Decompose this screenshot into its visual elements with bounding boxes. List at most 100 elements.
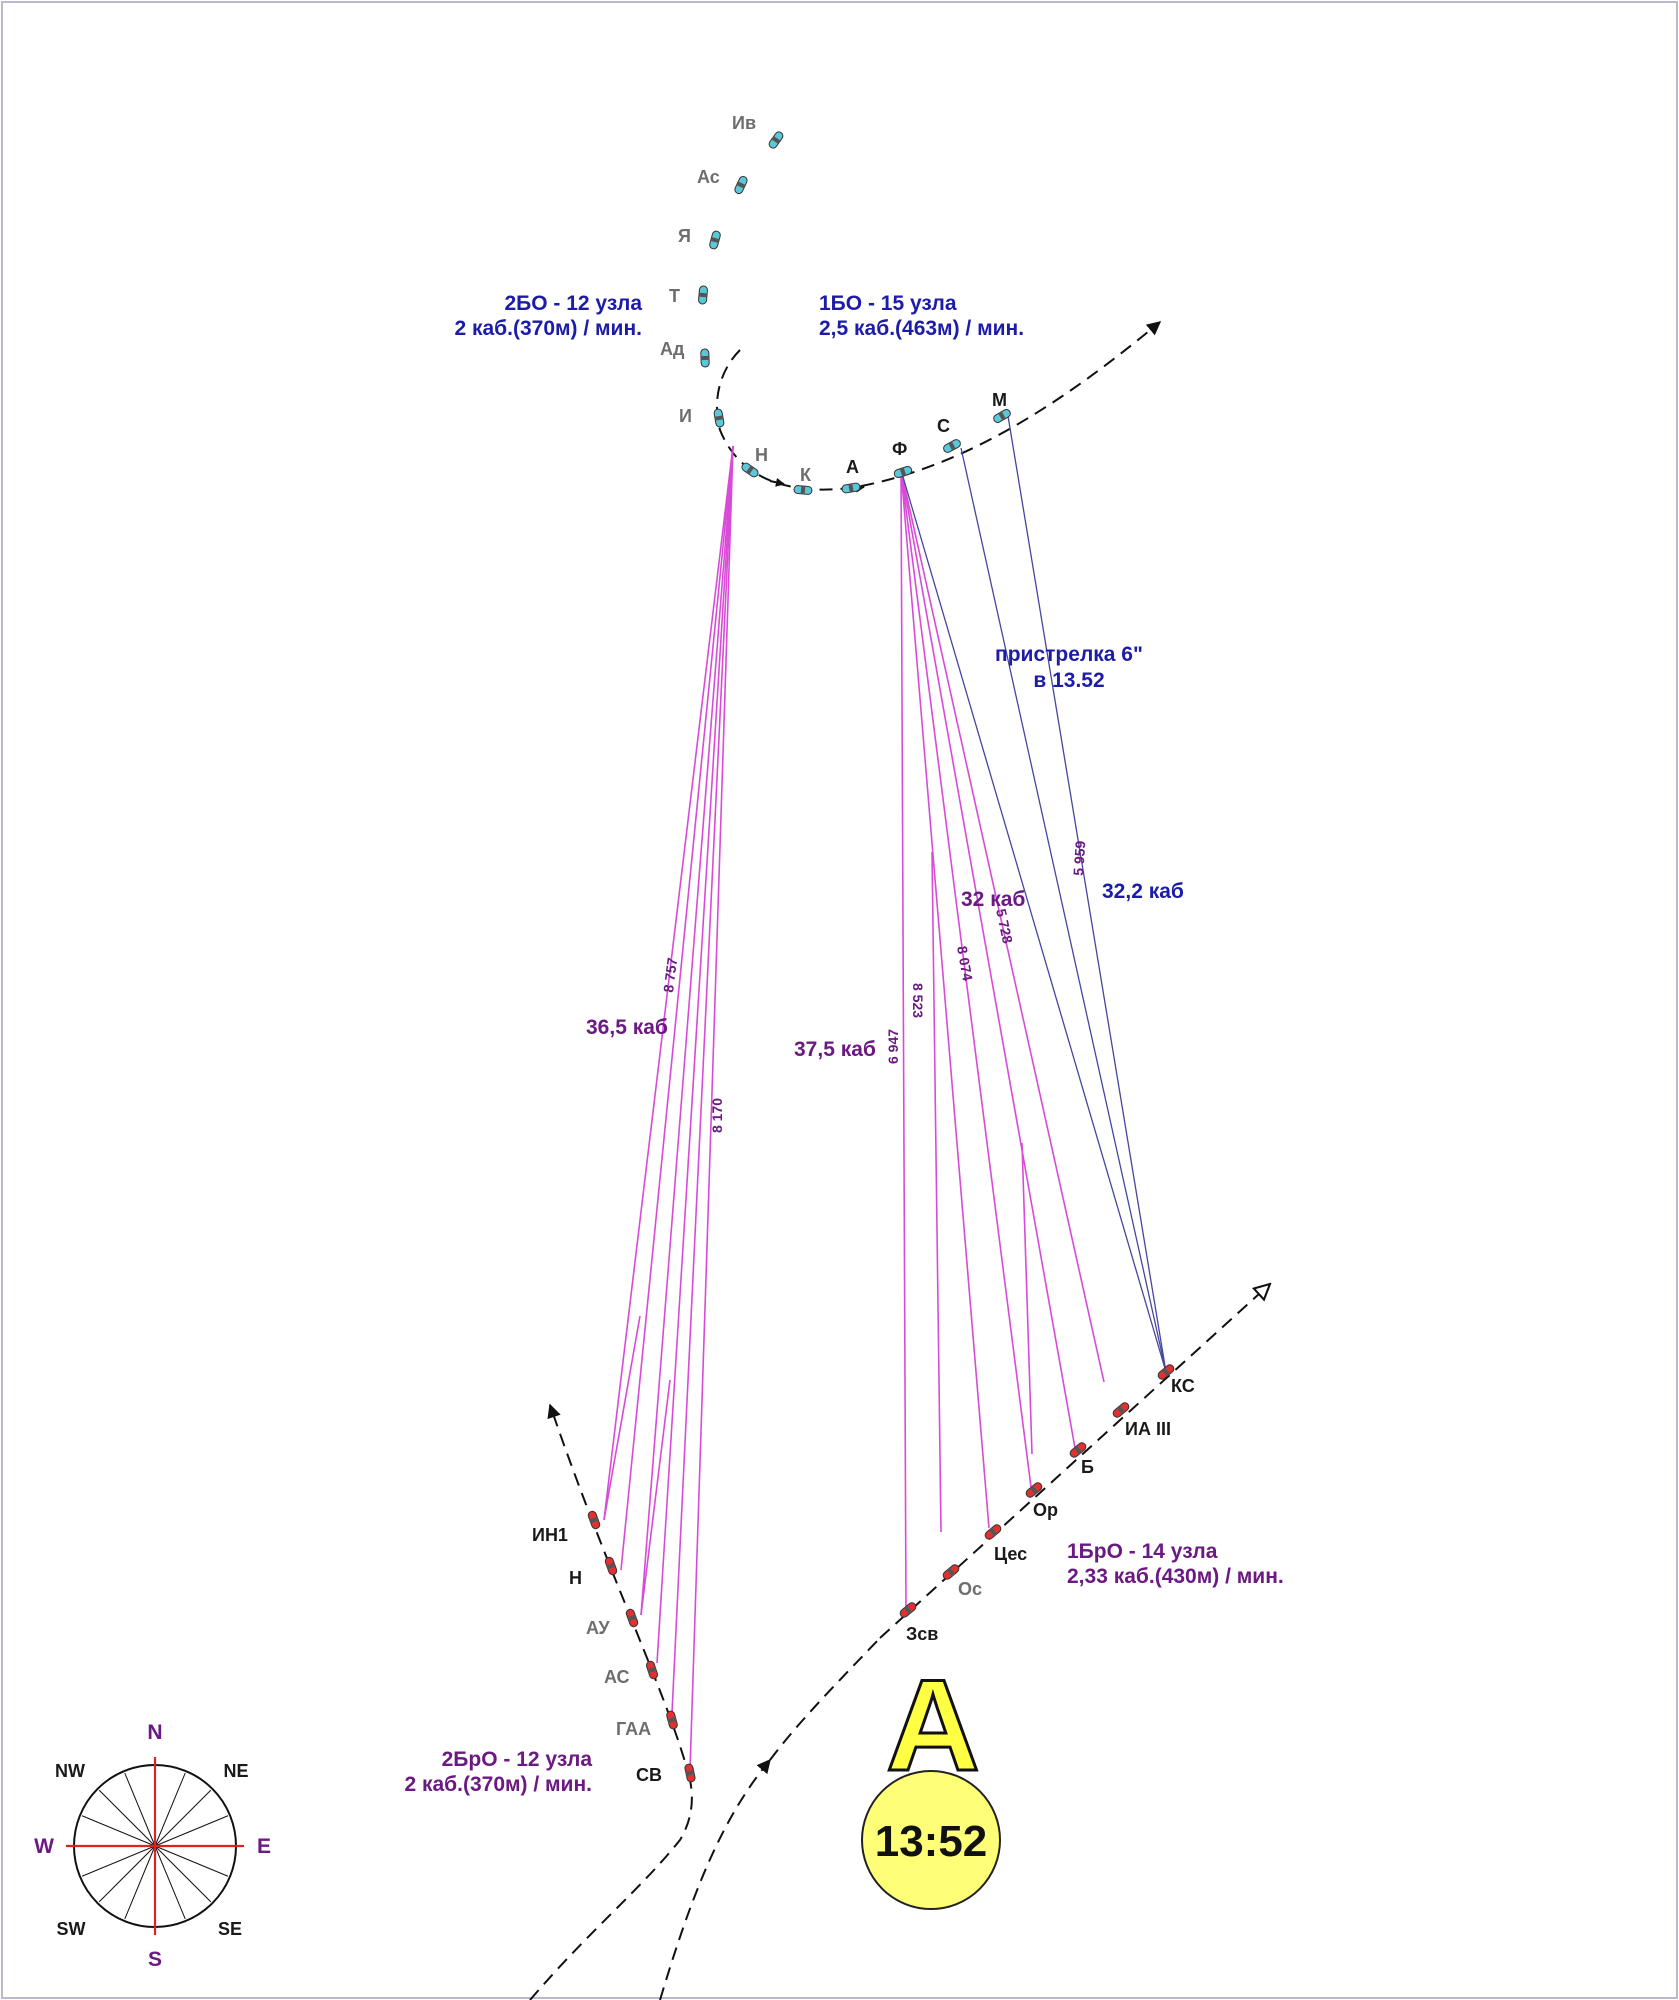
fire-line (671, 445, 734, 1714)
range-5959: 5 959 (1070, 840, 1088, 876)
japanese-1-speed: 2,33 каб.(430м) / мин. (1067, 1565, 1284, 1588)
ranging-note-line2: в 13.52 (1033, 669, 1104, 692)
ship-marker (625, 1608, 639, 1628)
japanese-1-header: 1БрО - 14 узла 2,33 каб.(430м) / мин. (1067, 1540, 1284, 1588)
compass-spoke (154, 1845, 229, 1877)
compass-spoke (154, 1772, 186, 1847)
ranging-note: пристрелка 6" в 13.52 (995, 643, 1143, 692)
ship-label-n-ru: Н (755, 445, 768, 465)
distance-36-5: 36,5 каб (586, 1016, 668, 1039)
time-label: 13:52 (875, 1817, 988, 1866)
compass-ne: NE (223, 1761, 248, 1781)
range-8074: 8 074 (954, 945, 976, 982)
compass-n: N (147, 1721, 162, 1744)
fire-line (900, 469, 1032, 1488)
phase-marker: А 13:52 (861, 1651, 1001, 1910)
ship-marker (793, 485, 813, 495)
japanese-2-title: 2БрО - 12 узла (442, 1748, 593, 1771)
fire-line (603, 445, 734, 1521)
ship-marker (993, 409, 1011, 423)
ship-label-s: С (937, 416, 950, 436)
ship-label-m: М (992, 390, 1007, 410)
japanese-1-title: 1БрО - 14 узла (1067, 1540, 1218, 1563)
ship-label-n-jp: Н (569, 1568, 582, 1588)
compass-e: E (257, 1835, 271, 1858)
ship-marker (684, 1763, 696, 1783)
range-8757: 8 757 (660, 956, 680, 993)
japanese-2-speed: 2 каб.(370м) / мин. (404, 1773, 592, 1796)
ship-marker (645, 1660, 659, 1680)
ship-marker (587, 1510, 601, 1530)
ship-label-a: А (846, 457, 859, 477)
ship-marker (713, 408, 725, 428)
distance-37-5: 37,5 каб (794, 1038, 876, 1061)
ship-label-iv: Ив (732, 113, 756, 133)
ship-label-ia3: ИА III (1125, 1419, 1171, 1439)
ship-label-as-jp: АС (604, 1667, 630, 1687)
ship-marker (899, 1602, 917, 1618)
time-badge (861, 1770, 1001, 1910)
ship-label-or: Ор (1033, 1500, 1058, 1520)
ship-marker (1069, 1442, 1087, 1458)
ranging-note-line1: пристрелка 6" (995, 643, 1143, 666)
range-8170: 8 170 (709, 1098, 725, 1133)
compass-spoke (98, 1845, 156, 1903)
compass-se: SE (218, 1919, 242, 1939)
compass-spoke (154, 1789, 212, 1847)
ship-label-t: Т (669, 286, 680, 306)
compass-spoke (154, 1845, 212, 1903)
russian-1-speed: 2,5 каб.(463м) / мин. (819, 317, 1024, 340)
compass-nw: NW (55, 1761, 85, 1781)
compass-rose: N S E W NE NW SE SW (34, 1721, 271, 1971)
ship-label-ks: КС (1171, 1376, 1195, 1396)
fire-line (656, 445, 734, 1664)
compass-spoke (124, 1845, 156, 1920)
ship-marker (1025, 1482, 1043, 1498)
ship-label-as: Ас (697, 167, 720, 187)
compass-spoke (98, 1789, 156, 1847)
compass-s: S (148, 1948, 162, 1971)
ship-label-i: И (679, 406, 692, 426)
fire-line (620, 445, 734, 1571)
fire-line (1021, 1142, 1033, 1455)
russian-2-title: 2БО - 12 узла (504, 292, 642, 315)
ship-marker (734, 175, 748, 195)
fire-lines (603, 415, 1167, 1771)
ship-marker (1112, 1402, 1130, 1418)
range-5728: 5 728 (993, 907, 1016, 945)
ship-marker (1157, 1364, 1175, 1380)
japanese-2-header: 2БрО - 12 узла 2 каб.(370м) / мин. (404, 1748, 592, 1796)
russian-2-speed: 2 каб.(370м) / мин. (454, 317, 642, 340)
compass-spoke (81, 1845, 156, 1877)
ship-label-k: К (800, 465, 812, 485)
fire-line (900, 469, 1076, 1449)
japanese-1-course-mid (769, 1637, 881, 1761)
range-6947: 6 947 (885, 1029, 901, 1064)
ship-label-in1: ИН1 (532, 1525, 568, 1545)
compass-spoke (154, 1845, 186, 1920)
ship-markers (587, 131, 1175, 1783)
russian-1-header: 1БО - 15 узла 2,5 каб.(463м) / мин. (819, 292, 1024, 340)
ship-label-ad: Ад (660, 339, 685, 359)
fire-line (931, 851, 942, 1533)
fire-line (900, 469, 1105, 1383)
russian-1-title: 1БО - 15 узла (819, 292, 957, 315)
ship-label-gaa: ГАА (616, 1719, 651, 1739)
russian-course-line (716, 321, 1162, 491)
ship-marker (709, 230, 721, 250)
ship-label-au: АУ (586, 1618, 610, 1638)
compass-spoke (124, 1772, 156, 1847)
ship-label-f: Ф (892, 439, 907, 459)
compass-spoke (154, 1815, 229, 1847)
range-readings: 8 757 8 170 6 947 8 523 8 074 5 728 5 95… (660, 840, 1088, 1133)
fire-line (640, 445, 734, 1616)
compass-w: W (34, 1835, 54, 1858)
ship-label-tses: Цес (994, 1544, 1027, 1564)
fire-line (689, 445, 734, 1771)
fire-line (1007, 415, 1167, 1373)
ship-marker (984, 1524, 1002, 1540)
ship-marker (943, 439, 961, 453)
distance-32-2: 32,2 каб (1102, 880, 1184, 903)
